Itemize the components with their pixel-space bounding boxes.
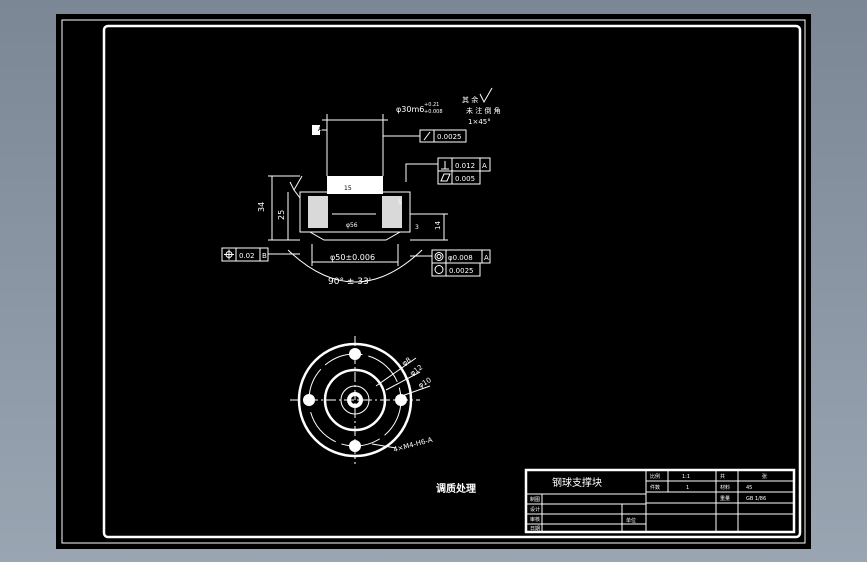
gdt-frame-perpendicularity: 0.012 A [437, 157, 491, 172]
dim-14-label: 14 [434, 221, 442, 230]
perp-value: 0.012 [455, 162, 475, 170]
heat-treatment-note: 调质处理 [436, 482, 476, 495]
title-qty-value: 1 [686, 485, 689, 491]
dim-angle-label: 90° ± 33' [328, 277, 371, 287]
front-view-hatch-left [308, 196, 328, 228]
note-line-3: 1×45° [468, 118, 491, 126]
front-view-boss [327, 176, 383, 194]
title-material-value: 45 [746, 485, 752, 491]
title-weight-label: 重量 [720, 495, 730, 502]
gdt-frame-flatness-2: 0.005 [405, 163, 481, 185]
tol-lower-label: +0.008 [424, 109, 443, 115]
dim-15-label: 15 [344, 185, 352, 192]
title-design-label: 设计 [530, 506, 540, 513]
surface-finish-note-icon [479, 87, 493, 104]
front-view-chamfer [308, 231, 402, 241]
title-qty-label: 件数 [650, 484, 660, 491]
top-label-d1: φ8 [401, 356, 413, 368]
top-thread-note: 4×M4-H6-A [392, 436, 433, 454]
note-line-1: 其 余 [462, 95, 478, 104]
datum-a-flag [312, 125, 320, 135]
flatness-icon [423, 131, 431, 141]
dim-small-v-label: 3 [415, 224, 419, 231]
circularity-icon [434, 265, 444, 274]
tol-upper-label: +0.21 [424, 102, 439, 108]
title-block [524, 468, 796, 534]
title-sheet-value: 张 [762, 473, 767, 480]
concentric-datum: A [484, 254, 489, 262]
cad-viewport[interactable]: φ30m6 +0.21 +0.008 A 34 25 14 15 φ56 φ50… [56, 14, 811, 549]
position-value: 0.02 [239, 252, 255, 260]
title-drawing-no: GB 1/86 [746, 496, 766, 502]
gdt-frame-flatness: 0.0025 [383, 129, 467, 143]
gdt-frame-concentricity: φ0.008 A [431, 249, 491, 264]
top-label-d2: φ12 [409, 363, 425, 377]
title-material-label: 材料 [720, 484, 730, 491]
dim-bottom-dia-label: φ50±0.006 [330, 253, 375, 262]
surface-finish-icon [289, 175, 303, 199]
dim-center-bore-label: φ56 [346, 222, 358, 229]
sheet-border-outer [61, 19, 806, 544]
dim-34-label: 34 [257, 202, 266, 212]
perp-datum: A [482, 162, 487, 170]
diameter-fit-label: φ30m6 [396, 105, 424, 114]
title-sheet-label: 共 [720, 473, 725, 480]
dim-25-label: 25 [277, 210, 286, 220]
title-date-label: 日期 [530, 526, 540, 532]
front-view [268, 114, 448, 283]
top-view [290, 336, 431, 464]
angle-arc [287, 249, 423, 283]
datum-a-label: A [318, 126, 323, 133]
title-part-name: 钢球支撑块 [552, 476, 602, 489]
circularity-value: 0.0025 [449, 267, 474, 275]
sheet-border-inner [102, 24, 802, 539]
note-line-2: 未 注 倒 角 [466, 106, 501, 115]
cad-drawing: φ30m6 +0.21 +0.008 A 34 25 14 15 φ56 φ50… [61, 19, 806, 544]
front-view-bore [339, 179, 361, 193]
concentricity-icon [434, 252, 444, 261]
concentric-value: φ0.008 [448, 254, 473, 262]
flat2-value: 0.005 [455, 175, 475, 183]
gdt-frame-position: 0.02 B [221, 247, 300, 262]
front-view-hatch-right [382, 196, 402, 228]
dim-side-label: 5 [398, 199, 402, 206]
title-scale-label: 比例 [650, 473, 660, 480]
title-scale-value: 1:1 [682, 474, 690, 480]
title-company-label: 单位 [626, 517, 636, 524]
parallelogram-icon [440, 173, 451, 182]
title-check-label: 审核 [530, 516, 540, 523]
flatness-value: 0.0025 [437, 133, 462, 141]
title-draw-label: 制图 [530, 496, 540, 503]
position-datum: B [262, 252, 267, 260]
gdt-frame-circularity: 0.0025 [410, 255, 481, 277]
